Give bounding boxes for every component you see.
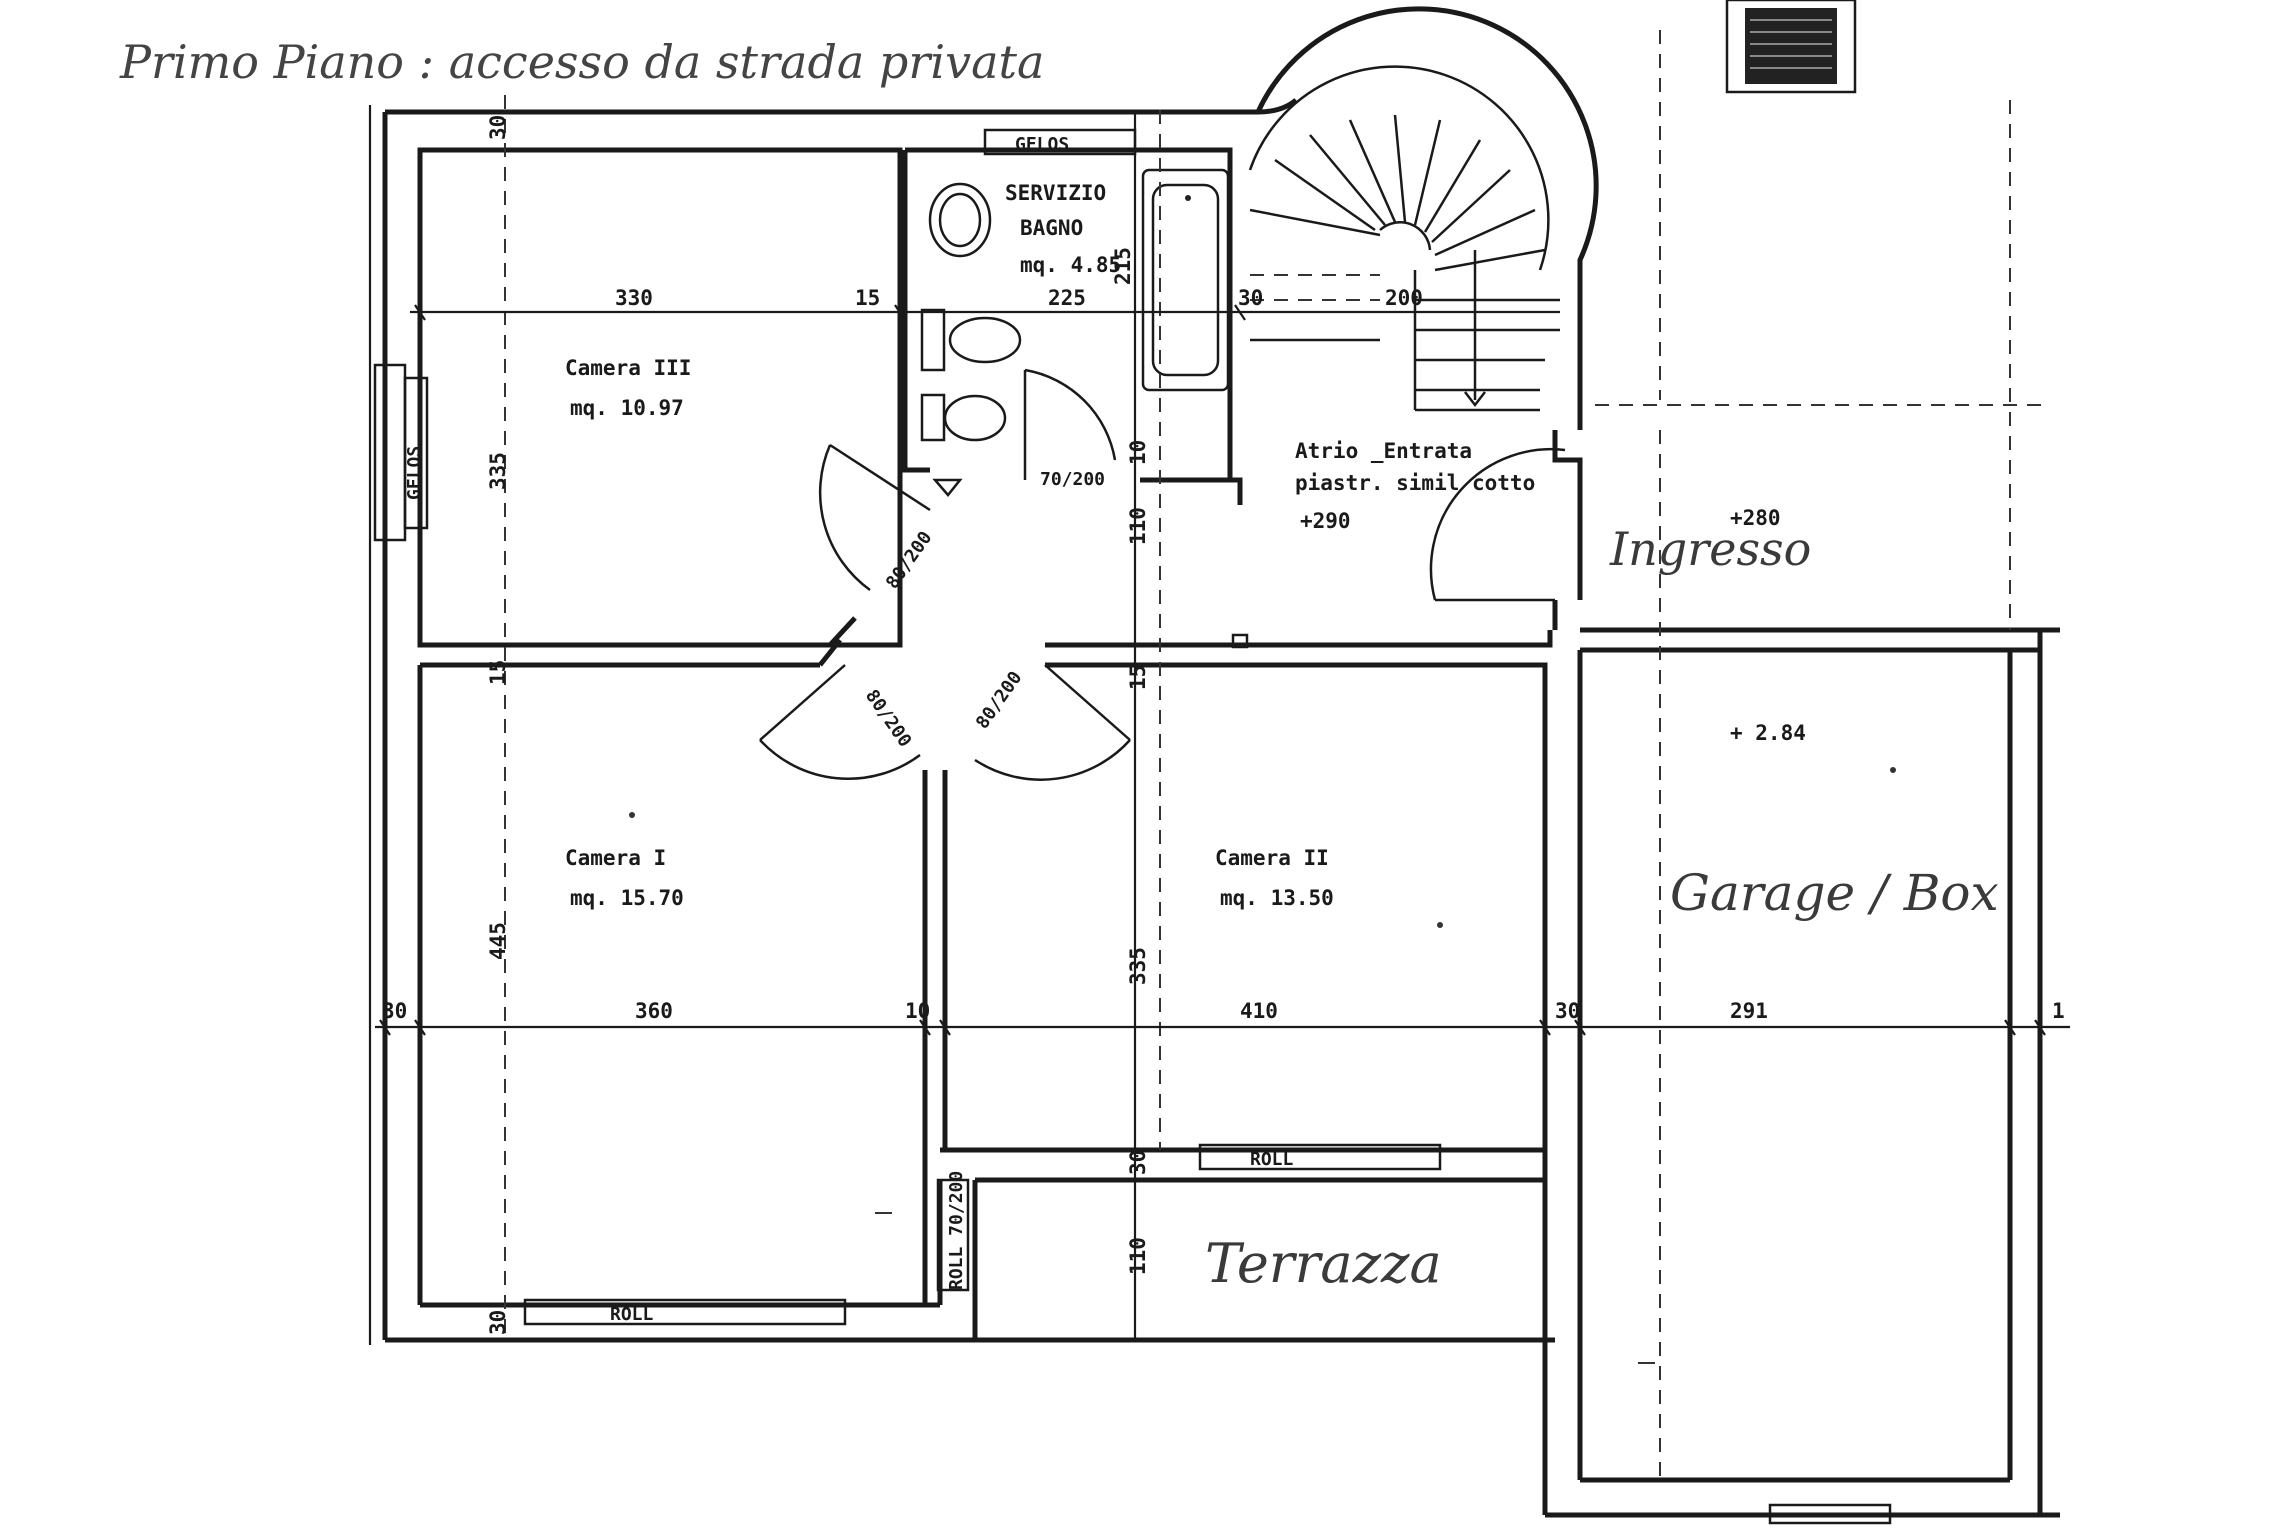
roll-side-label: ROLL 70/200 <box>946 1171 967 1290</box>
dashed-lines <box>504 30 2050 1480</box>
dim-v-30-c: 30 <box>1126 1150 1150 1175</box>
dim-v-10: 10 <box>1126 440 1150 465</box>
ingresso-level: +280 <box>1730 506 1781 530</box>
room-labels: SERVIZIO BAGNO mq. 4.85 Camera III mq. 1… <box>565 181 1535 910</box>
dim-v-110-b: 110 <box>1126 1237 1150 1275</box>
bagno-area: mq. 4.85 <box>1020 253 1121 277</box>
dim-bot-410: 410 <box>1240 999 1278 1023</box>
door-label-2: 80/200 <box>861 686 916 751</box>
dim-200: 200 <box>1385 286 1423 310</box>
windows <box>373 128 1892 1525</box>
door-label-1: 80/200 <box>882 528 937 593</box>
dim-bot-291: 291 <box>1730 999 1768 1023</box>
dim-30-top: 30 <box>1238 286 1263 310</box>
garage-label: Garage / Box <box>1670 864 1999 922</box>
atrio-name: Atrio _Entrata <box>1295 439 1472 463</box>
dim-bot-30a: 30 <box>382 999 407 1023</box>
plan-specks <box>629 767 1896 1364</box>
bagno-name-1: SERVIZIO <box>1005 181 1106 205</box>
ingresso-label: Ingresso <box>1609 522 1811 576</box>
atrio-floor: piastr. simil cotto <box>1295 471 1535 495</box>
plan-title: Primo Piano : accesso da strada privata <box>119 35 1044 89</box>
dim-330: 330 <box>615 286 653 310</box>
dimension-lines <box>368 105 2070 1345</box>
dim-v-30-top: 30 <box>486 115 510 140</box>
camera3-name: Camera III <box>565 356 691 380</box>
dim-v-335-c3: 335 <box>486 452 510 490</box>
vent-grille <box>1725 0 1857 94</box>
area-labels: Ingresso +280 Garage / Box + 2.84 Terraz… <box>1205 506 1999 1295</box>
camera1-area: mq. 15.70 <box>570 886 684 910</box>
roll-mid-label: ROLL <box>1250 1149 1294 1170</box>
dim-bagno-215: 215 <box>1111 247 1135 285</box>
interior-walls <box>417 147 1583 1305</box>
dim-v-110-a: 110 <box>1126 507 1150 545</box>
dim-v-30-bot: 30 <box>486 1310 510 1335</box>
camera3-area: mq. 10.97 <box>570 396 684 420</box>
gelos-left-label: GELOS <box>404 446 425 500</box>
dim-bot-360: 360 <box>635 999 673 1023</box>
dimension-labels: 330 15 225 30 200 30 335 15 445 30 215 1… <box>382 115 2065 1335</box>
gelos-top-label: GELOS <box>1015 134 1069 155</box>
door-label-3: 80/200 <box>972 668 1027 733</box>
spiral-staircase <box>1248 6 1599 430</box>
bagno-name-2: BAGNO <box>1020 216 1083 240</box>
door-swings <box>759 368 1566 781</box>
dim-225: 225 <box>1048 286 1086 310</box>
dim-bot-10: 10 <box>905 999 930 1023</box>
dim-15: 15 <box>855 286 880 310</box>
garage-level: + 2.84 <box>1730 721 1806 745</box>
roll-bottom-label: ROLL <box>610 1304 654 1325</box>
terrazza-label: Terrazza <box>1205 1232 1442 1295</box>
dim-v-445: 445 <box>486 922 510 960</box>
bathroom-fixtures <box>920 168 1230 497</box>
dim-bot-30b: 30 <box>1555 999 1580 1023</box>
dim-v-15: 15 <box>486 660 510 685</box>
camera1-name: Camera I <box>565 846 666 870</box>
dim-bot-1: 1 <box>2052 999 2065 1023</box>
camera2-name: Camera II <box>1215 846 1329 870</box>
camera2-area: mq. 13.50 <box>1220 886 1334 910</box>
door-label-4: 70/200 <box>1040 469 1105 490</box>
dim-v-335-c2: 335 <box>1126 947 1150 985</box>
dim-v-15-b: 15 <box>1126 665 1150 690</box>
atrio-level: +290 <box>1300 509 1351 533</box>
